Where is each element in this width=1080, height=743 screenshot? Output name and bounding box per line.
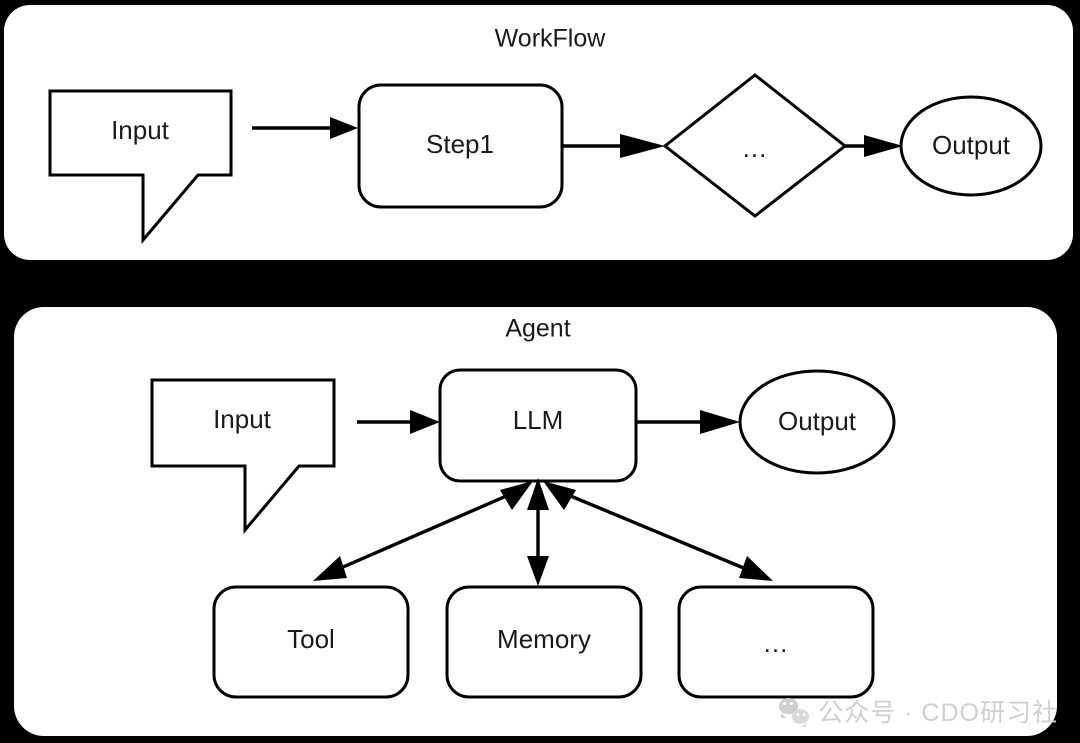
ag-more-label: ...	[764, 628, 789, 658]
node-ag-output[interactable]: Output	[738, 369, 896, 475]
ag-more-shape	[677, 585, 875, 699]
ag-memory-shape	[445, 585, 643, 699]
panel-agent-title: Agent	[505, 315, 570, 343]
node-wf-step1[interactable]: Step1	[357, 83, 564, 209]
ag-tool-label: Tool	[287, 624, 335, 654]
ag-edge-more-line	[548, 485, 759, 576]
ag-memory-label: Memory	[497, 624, 591, 654]
node-ag-input[interactable]: Input	[150, 378, 336, 535]
ag-edge-memory-arrowhead-down	[527, 556, 549, 586]
ag-input-label: Input	[213, 404, 272, 434]
ag-input-bubble-shape	[150, 378, 336, 535]
ag-tool-shape	[212, 585, 410, 699]
edge-wf-more-to-output	[845, 135, 903, 157]
ag-edge-memory-arrowhead-up	[527, 478, 549, 510]
ag-edge-tool-arrowhead-down	[313, 556, 347, 581]
node-wf-more[interactable]: ...	[662, 73, 848, 218]
node-ag-more[interactable]: ...	[677, 585, 875, 699]
wf-input-label: Input	[111, 115, 170, 145]
edge-ag-llm-to-memory	[527, 478, 549, 586]
ag-edge2-arrowhead	[700, 410, 740, 434]
ag-edge-tool-line	[326, 485, 528, 576]
ag-edge-more-arrowhead-up	[543, 481, 576, 510]
wf-edge2-arrowhead	[620, 134, 665, 158]
node-wf-output[interactable]: Output	[899, 95, 1043, 197]
wf-more-label: ...	[743, 133, 768, 163]
edge-ag-llm-to-tool	[313, 481, 533, 581]
panel-workflow-title: WorkFlow	[495, 25, 607, 53]
edge-ag-llm-to-output	[637, 410, 740, 434]
wf-output-shape	[899, 95, 1043, 197]
edge-wf-input-to-step1	[252, 117, 358, 139]
edge-ag-llm-to-more	[543, 481, 773, 581]
node-ag-llm[interactable]: LLM	[438, 368, 638, 483]
wf-more-shape	[662, 73, 848, 218]
wf-edge3-arrowhead	[864, 135, 903, 157]
ag-output-label: Output	[778, 406, 857, 436]
node-wf-input[interactable]: Input	[48, 89, 233, 245]
ag-edge1-arrowhead	[410, 410, 440, 434]
wf-edge1-arrowhead	[330, 117, 358, 139]
ag-output-shape	[738, 369, 896, 475]
panel-agent: Agent Input LLM	[14, 307, 1057, 736]
edge-ag-input-to-llm	[357, 410, 440, 434]
node-ag-tool[interactable]: Tool	[212, 585, 410, 699]
panel-workflow: WorkFlow Input Step1	[4, 5, 1073, 260]
wf-output-label: Output	[932, 130, 1011, 160]
ag-edge-more-arrowhead-down	[739, 556, 773, 581]
ag-edge-tool-arrowhead-up	[500, 481, 533, 510]
node-ag-memory[interactable]: Memory	[445, 585, 643, 699]
edge-wf-step1-to-more	[563, 134, 665, 158]
wf-step1-shape	[357, 83, 564, 209]
wf-step1-label: Step1	[426, 129, 494, 159]
ag-llm-label: LLM	[513, 405, 564, 435]
wf-input-bubble-shape	[48, 89, 233, 245]
